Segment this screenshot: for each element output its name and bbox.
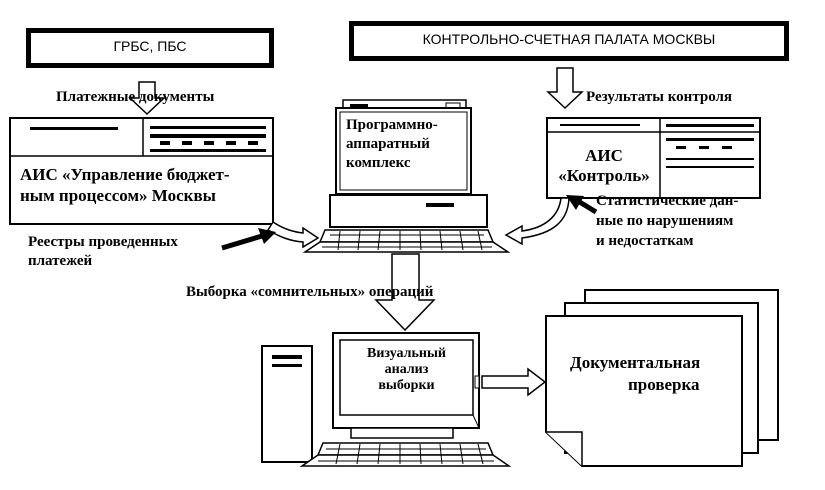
kspm-source-label: КОНТРОЛЬНО-СЧЕТНАЯ ПАЛАТА МОСКВЫ (422, 31, 716, 47)
document-check-label-1: Документальная (570, 353, 701, 372)
complex-label-2: аппаратный (346, 136, 430, 152)
grbs-source-label: ГРБС, ПБС (113, 38, 187, 54)
document-stack (545, 289, 779, 467)
complex-label-1: Программно- (346, 117, 438, 133)
grbs-source-box (26, 28, 274, 68)
arrow-solid-statistics (566, 195, 598, 215)
visual-analysis-label-2: анализ (384, 362, 429, 377)
registries-label-1: Реестры проведенных (28, 234, 178, 250)
arrow-down-control-results (546, 67, 584, 110)
registries-label-2: платежей (28, 253, 93, 269)
arrow-down-sample (374, 253, 436, 332)
control-results-label: Результаты контроля (586, 89, 733, 105)
statistics-label-3: и недостаткам (596, 233, 694, 249)
ais-budget-title-1: АИС «Управление бюджет- (20, 165, 230, 184)
kspm-source-box (349, 21, 789, 61)
arrow-right-documents (474, 367, 547, 397)
ais-budget-window (9, 117, 274, 225)
arrow-registries-to-complex (266, 220, 320, 249)
ais-control-window (546, 117, 761, 199)
ais-control-title-1: АИС (585, 146, 623, 165)
ais-budget-title-2: ным процессом» Москвы (20, 186, 216, 205)
payment-docs-label: Платежные документы (56, 89, 215, 105)
statistics-label-1: Статистические дан- (596, 193, 739, 209)
visual-analysis-label-1: Визуальный (367, 346, 446, 361)
hardware-software-complex (302, 99, 511, 253)
sample-label: Выборка «сомнительных» операций (186, 284, 434, 300)
statistics-label-2: ные по нарушениям (596, 213, 734, 229)
ais-control-title-2: «Контроль» (558, 166, 650, 185)
visual-analysis-computer (261, 332, 512, 467)
complex-label-3: комплекс (346, 155, 411, 171)
visual-analysis-label-3: выборки (378, 378, 435, 393)
arrow-solid-registries (221, 228, 276, 251)
arrow-down-payment-docs (128, 81, 166, 116)
arrow-control-to-complex (504, 197, 570, 246)
document-check-label-2: проверка (628, 375, 700, 394)
